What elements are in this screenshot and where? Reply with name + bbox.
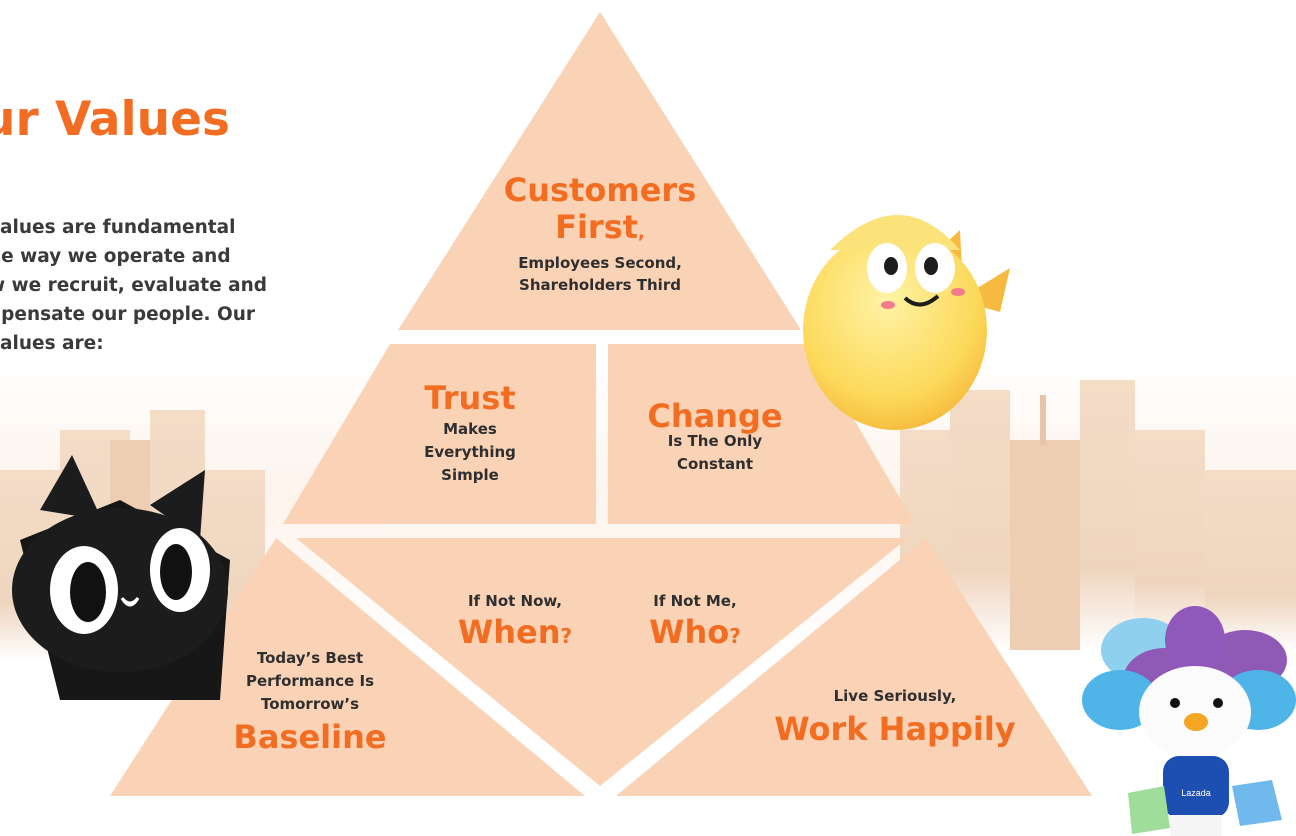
value-when: If Not Now, When? — [430, 590, 600, 656]
pyramid — [110, 12, 1092, 796]
pyramid-baseline-block — [110, 538, 585, 796]
value-heading: Trust — [424, 379, 516, 417]
intro-line: values are fundamental — [0, 217, 236, 238]
question-mark: ? — [560, 624, 573, 648]
value-subtext: Simple — [441, 466, 499, 484]
intro-paragraph: values are fundamental he way we operate… — [0, 213, 328, 358]
page-title: ur Values — [0, 92, 230, 147]
value-subtext: Is The Only — [667, 432, 763, 450]
value-subtext: If Not Me, — [653, 592, 737, 610]
lion-mascot: Lazada — [1082, 606, 1296, 836]
pyramid-change-block — [608, 344, 915, 524]
value-subtext: Employees Second, — [518, 254, 682, 272]
value-baseline: Today’s Best Performance Is Tomorrow’s B… — [210, 647, 410, 758]
pyramid-trust-block — [283, 344, 596, 524]
heading-comma: , — [638, 222, 645, 243]
intro-line: he way we operate and — [0, 246, 231, 267]
value-subtext: Everything — [424, 443, 516, 461]
lion-shirt-label: Lazada — [1181, 788, 1211, 798]
value-subtext: Live Seriously, — [833, 687, 957, 705]
intro-line: npensate our people. Our — [0, 304, 256, 325]
pyramid-happily-block — [616, 538, 1092, 796]
value-subtext: Performance Is — [245, 672, 375, 690]
value-heading-line: Work Happily — [750, 708, 1040, 750]
fish-mascot — [803, 215, 1010, 430]
value-heading: Work — [774, 710, 868, 748]
value-subtext: Constant — [676, 455, 754, 473]
value-heading-line: When? — [430, 612, 600, 656]
value-trust: Trust Makes Everything Simple — [400, 378, 540, 487]
value-heading: Customers — [503, 171, 697, 209]
value-heading-line2: First, — [480, 208, 720, 252]
value-subtext: Makes — [443, 420, 497, 438]
value-subtext: Today’s Best — [256, 649, 364, 667]
value-heading: First — [555, 208, 639, 246]
value-subtext: Shareholders Third — [519, 276, 681, 294]
value-work-happily: Live Seriously, Work Happily — [750, 684, 1040, 750]
value-heading: Happily — [878, 710, 1016, 748]
cat-mascot — [12, 455, 230, 700]
value-customers-first: Customers First, Employees Second, Share… — [480, 172, 720, 296]
value-heading: Change — [647, 397, 783, 435]
value-subtext: If Not Now, — [467, 592, 563, 610]
pyramid-top-tier — [398, 12, 801, 330]
value-who: If Not Me, Who? — [615, 590, 775, 656]
intro-line: w we recruit, evaluate and — [0, 275, 268, 296]
value-subtext: Tomorrow’s — [260, 695, 360, 713]
intro-line: values are: — [0, 333, 104, 354]
value-heading: Baseline — [233, 718, 387, 756]
value-change: Change Is The Only Constant — [630, 396, 800, 476]
value-heading: When — [457, 613, 561, 651]
value-heading: Who — [649, 613, 730, 651]
question-mark: ? — [729, 624, 741, 648]
pyramid-when-who-block — [296, 538, 908, 786]
value-heading-line: Who? — [615, 612, 775, 656]
